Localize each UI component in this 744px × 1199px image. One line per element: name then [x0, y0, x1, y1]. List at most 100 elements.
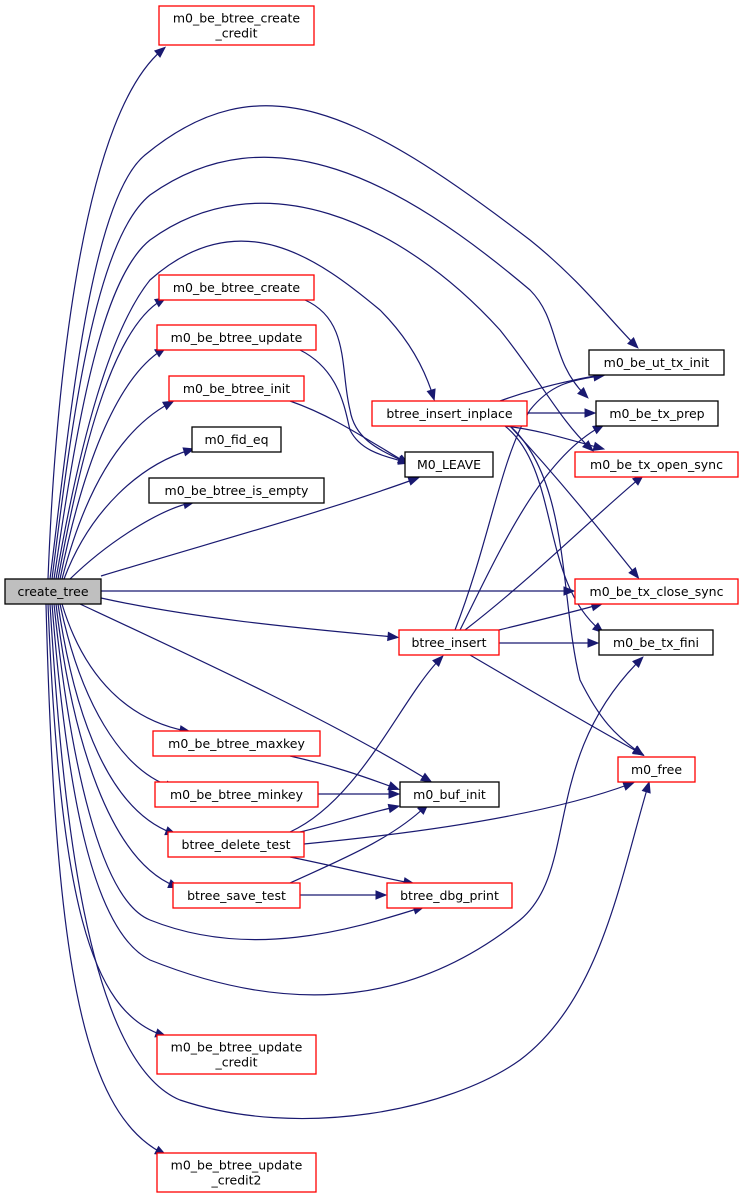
node-update-credit[interactable]: m0_be_btree_update_credit	[156, 1034, 317, 1075]
node-label: m0_be_btree_update	[171, 330, 303, 345]
arrowhead-icon	[388, 789, 401, 799]
edge-create-tree-to-open-sync	[53, 202, 594, 580]
arrowhead-icon	[627, 337, 639, 349]
node-create-tree[interactable]: create_tree	[4, 578, 102, 605]
edge-line	[464, 477, 641, 631]
node-label: btree_insert_inplace	[386, 406, 513, 421]
node-tx-fini[interactable]: m0_be_tx_fini	[598, 629, 714, 656]
edge-line	[57, 603, 173, 834]
edge-create-tree-to-insert-inplace	[55, 240, 436, 580]
edge-line	[454, 375, 601, 631]
arrowhead-icon	[419, 772, 433, 783]
node-label: m0_be_btree_create	[173, 11, 301, 26]
node-box	[156, 1034, 317, 1075]
node-label: _credit	[215, 1055, 258, 1070]
edge-line	[289, 806, 426, 884]
arrowhead-icon	[387, 803, 401, 814]
node-is-empty[interactable]: m0_be_btree_is_empty	[148, 477, 325, 504]
node-buf-init[interactable]: m0_buf_init	[399, 781, 500, 808]
edge-line	[63, 449, 191, 580]
node-label: m0_fid_eq	[204, 432, 268, 447]
arrowhead-icon	[577, 387, 589, 399]
node-label: M0_LEAVE	[417, 457, 481, 472]
arrowhead-icon	[628, 566, 640, 580]
node-tx-prep[interactable]: m0_be_tx_prep	[595, 400, 719, 427]
edge-line	[499, 374, 601, 402]
arrowhead-icon	[432, 655, 444, 667]
node-leave[interactable]: M0_LEAVE	[404, 451, 494, 478]
node-label: m0_be_btree_update	[171, 1040, 303, 1055]
node-box	[148, 477, 325, 504]
edge-line	[51, 603, 641, 996]
node-close-sync[interactable]: m0_be_tx_close_sync	[574, 578, 739, 605]
edge-line	[303, 783, 631, 845]
edge-line	[299, 349, 406, 463]
edge-line	[100, 597, 395, 638]
edge-save-test-to-dbg-print	[300, 890, 388, 900]
node-box	[404, 451, 494, 478]
node-free[interactable]: m0_free	[617, 756, 696, 783]
node-update-credit2[interactable]: m0_be_btree_update_credit2	[156, 1152, 317, 1193]
node-open-sync[interactable]: m0_be_tx_open_sync	[574, 451, 739, 478]
node-insert-inplace[interactable]: btree_insert_inplace	[371, 400, 528, 427]
edge-line	[47, 603, 163, 1036]
arrowhead-icon	[426, 388, 436, 402]
node-dbg-print[interactable]: btree_dbg_print	[386, 882, 513, 909]
node-box	[156, 324, 317, 351]
edge-line	[69, 502, 191, 580]
node-maxkey[interactable]: m0_be_btree_maxkey	[152, 730, 321, 757]
node-box	[617, 756, 696, 783]
arrowhead-icon	[182, 447, 196, 457]
node-btree-create[interactable]: m0_be_btree_create	[158, 274, 315, 301]
edge-line	[79, 603, 429, 781]
node-label: m0_free	[631, 762, 682, 777]
node-label: btree_insert	[412, 635, 487, 650]
edge-line	[47, 49, 163, 580]
arrowhead-icon	[632, 745, 645, 756]
edge-line	[299, 806, 396, 833]
edge-line	[61, 402, 171, 580]
arrowhead-icon	[587, 638, 600, 648]
arrowhead-icon	[622, 781, 636, 791]
node-box	[168, 375, 305, 402]
edges-layer	[45, 46, 651, 1156]
node-delete-test[interactable]: btree_delete_test	[167, 831, 305, 858]
node-box	[399, 781, 500, 808]
edge-create-tree-to-free	[49, 603, 651, 1120]
node-box	[386, 882, 513, 909]
node-create-credit[interactable]: m0_be_btree_create_credit	[158, 5, 315, 46]
node-label: create_tree	[17, 584, 88, 599]
arrowhead-icon	[407, 476, 421, 486]
edge-line	[49, 105, 636, 580]
edge-line	[289, 755, 396, 789]
node-label: btree_save_test	[187, 888, 286, 903]
arrowhead-icon	[632, 656, 644, 668]
arrowhead-icon	[375, 890, 388, 900]
node-label: m0_be_btree_maxkey	[168, 736, 305, 751]
node-label: m0_be_btree_init	[183, 381, 290, 396]
node-fid-eq[interactable]: m0_fid_eq	[191, 426, 282, 453]
node-btree-init[interactable]: m0_be_btree_init	[168, 375, 305, 402]
edge-insert-inplace-to-tx-prep	[527, 408, 597, 418]
edge-create-tree-to-close-sync	[101, 586, 576, 596]
edge-delete-test-to-buf-init	[299, 803, 401, 833]
node-label: m0_buf_init	[413, 787, 486, 802]
node-minkey[interactable]: m0_be_btree_minkey	[154, 781, 319, 808]
node-save-test[interactable]: btree_save_test	[172, 882, 301, 909]
edge-create-tree-to-maxkey	[61, 603, 192, 735]
node-box	[167, 831, 305, 858]
edge-line	[504, 425, 601, 631]
edge-delete-test-to-btree-insert	[289, 655, 444, 833]
node-label: m0_be_tx_close_sync	[590, 584, 724, 599]
arrowhead-icon	[584, 408, 597, 418]
node-box	[595, 400, 719, 427]
node-ut-tx-init[interactable]: m0_be_ut_tx_init	[588, 349, 725, 376]
node-btree-insert[interactable]: btree_insert	[398, 629, 500, 656]
node-btree-update[interactable]: m0_be_btree_update	[156, 324, 317, 351]
edge-line	[289, 658, 441, 833]
edge-create-tree-to-create-credit	[47, 46, 167, 580]
edge-create-tree-to-btree-init	[61, 400, 175, 580]
edge-line	[55, 603, 176, 887]
edge-line	[53, 202, 591, 580]
edge-line	[53, 603, 421, 941]
